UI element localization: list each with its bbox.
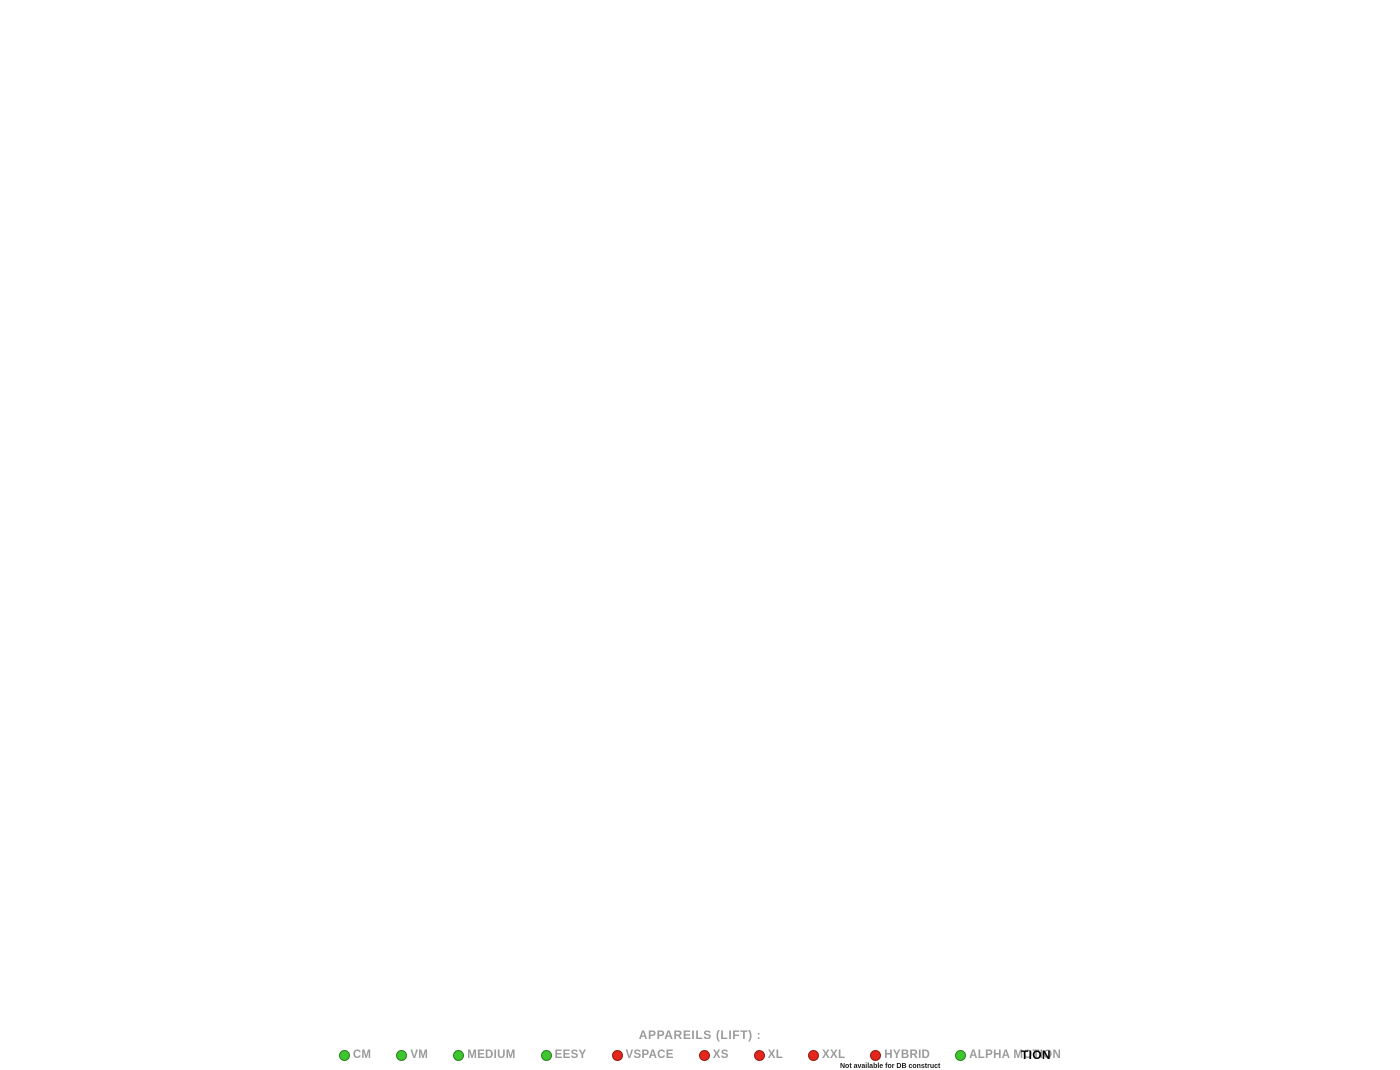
device-item-xxl: XXL	[808, 1049, 845, 1061]
device-legend: CM VM MEDIUM EESY VSPACE XS XL XXL HYBRID ALPHA M…	[0, 1049, 1400, 1061]
device-item-cm: CM	[338, 1049, 372, 1061]
overlay-text: TION	[1021, 1048, 1051, 1062]
status-dot-green-icon	[540, 1049, 552, 1061]
device-item-vspace: VSPACE	[611, 1049, 674, 1061]
device-label: MEDIUM	[467, 1049, 516, 1061]
status-dot-green-icon	[338, 1049, 350, 1061]
device-label: VM	[410, 1049, 429, 1061]
footer-title: APPAREILS (LIFT) :	[638, 1028, 762, 1042]
device-label: XXL	[822, 1049, 846, 1061]
device-item-eesy: EESY	[540, 1049, 587, 1061]
status-dot-green-icon	[955, 1049, 967, 1061]
device-item-medium: MEDIUM	[453, 1049, 515, 1061]
device-label: CM	[352, 1049, 372, 1061]
device-item-xs: XS	[698, 1049, 729, 1061]
device-label: HYBRID	[884, 1049, 931, 1061]
availability-note-text: Not available for DB construct	[840, 1063, 941, 1070]
status-dot-red-icon	[698, 1049, 710, 1061]
status-dot-green-icon	[396, 1049, 408, 1061]
status-dot-red-icon	[870, 1049, 882, 1061]
device-label: XS	[712, 1049, 729, 1061]
device-item-xl: XL	[753, 1049, 784, 1061]
device-item-alpha-motion: ALPHA MOTION	[955, 1049, 1061, 1061]
status-dot-green-icon	[453, 1049, 465, 1061]
device-label: ALPHA MOTION	[969, 1049, 1062, 1061]
status-dot-red-icon	[611, 1049, 623, 1061]
device-label: XL	[767, 1049, 784, 1061]
status-dot-red-icon	[753, 1049, 765, 1061]
device-item-vm: VM	[396, 1049, 428, 1061]
device-status-footer: APPAREILS (LIFT) : CM VM MEDIUM EESY VSPACE X…	[0, 1028, 1400, 1070]
device-item-hybrid: HYBRID	[870, 1049, 930, 1061]
status-dot-red-icon	[808, 1049, 820, 1061]
device-label: EESY	[554, 1049, 587, 1061]
availability-note: Not available for DB construct	[840, 1063, 961, 1070]
device-label: VSPACE	[625, 1049, 674, 1061]
